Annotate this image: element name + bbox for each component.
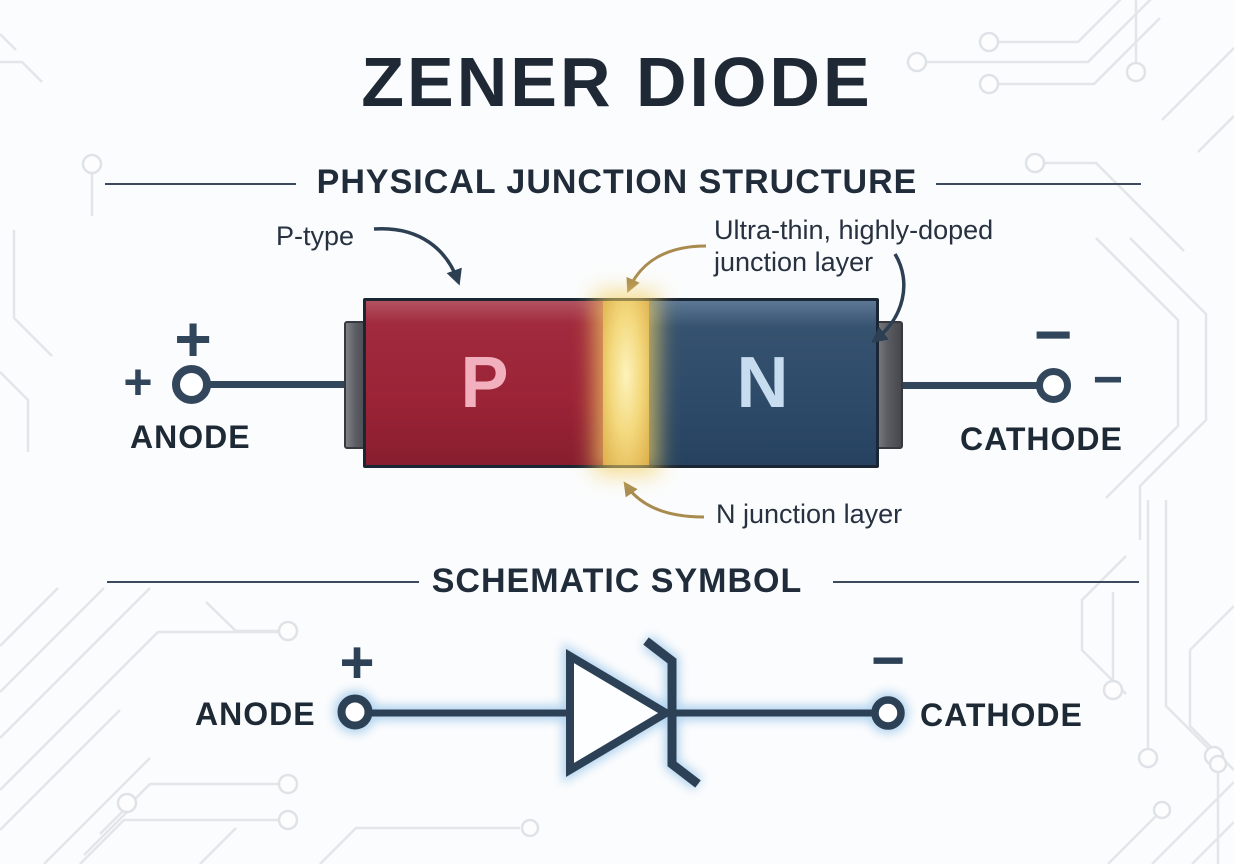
cathode-lead-wire [899, 382, 1038, 389]
p-type-arrow [373, 227, 462, 286]
zener-cathode-bar [643, 637, 701, 788]
anode-terminal-circle [172, 365, 211, 404]
zener-schematic-symbol: + − [337, 628, 905, 788]
schematic-minus-sign: − [871, 628, 905, 693]
heading-rule-left [105, 183, 296, 185]
minus-sign-secondary: − [1092, 351, 1124, 409]
schematic-glow [333, 635, 909, 790]
n-region: N [649, 301, 876, 465]
junction-callout-label-line2: junction layer [714, 247, 874, 277]
heading-rule-right [833, 581, 1139, 583]
plus-sign: + [174, 303, 212, 375]
physical-section-heading: PHYSICAL JUNCTION STRUCTURE [316, 163, 918, 201]
schematic-anode-terminal-circle [337, 694, 373, 730]
p-type-callout-label: P-type [276, 221, 355, 251]
junction-top-arrow [626, 244, 707, 293]
schematic-section-heading: SCHEMATIC SYMBOL [431, 562, 803, 600]
n-region-letter: N [736, 343, 789, 423]
junction-callout-label-line1: Ultra-thin, highly-doped [714, 215, 994, 245]
n-junction-callout-label: N junction layer [716, 499, 903, 529]
anode-lead-wire [206, 381, 348, 388]
junction-bottom-arrow [623, 481, 705, 519]
junction-layer [603, 301, 649, 465]
cathode-label: CATHODE [960, 421, 1123, 457]
plus-sign-secondary: + [123, 354, 153, 410]
heading-rule-left [107, 581, 419, 583]
diode-triangle [566, 648, 674, 778]
anode-label: ANODE [130, 419, 251, 455]
schematic-anode-label: ANODE [195, 696, 316, 732]
p-region-letter: P [460, 343, 509, 423]
minus-sign: − [1033, 297, 1073, 371]
schematic-cathode-label: CATHODE [920, 697, 1083, 733]
schematic-plus-sign: + [339, 629, 374, 696]
schematic-cathode-terminal-circle [871, 696, 905, 730]
cathode-terminal-circle [1036, 368, 1071, 403]
diode-body: P N [363, 298, 879, 468]
p-region: P [366, 301, 603, 465]
heading-rule-right [936, 183, 1141, 185]
page-title: ZENER DIODE [361, 43, 873, 121]
